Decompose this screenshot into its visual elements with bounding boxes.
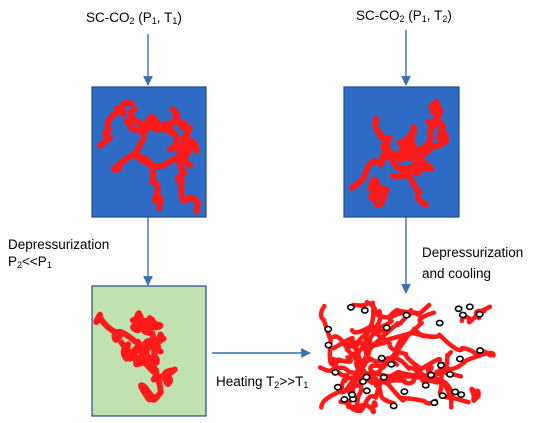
pore [465,303,474,311]
polymer-chains-box-right [349,98,450,209]
pore [347,391,356,399]
pore [445,370,454,378]
polymer-chain [353,300,376,412]
label-feed-right: SC-CO2 (P1, T2) [356,8,452,24]
pore [455,355,464,363]
polymer-chain [372,115,430,208]
polymer-chain [367,176,390,209]
polymer-chain [123,113,175,134]
pore [362,387,371,395]
polymer-chain [318,303,350,395]
pore [379,373,388,381]
label-heating: Heating T2>>T1 [216,374,309,390]
polymer-chain [389,133,450,180]
polymer-chain [411,326,493,359]
pore [360,306,369,314]
polymer-chain [169,106,200,155]
pore [426,371,435,379]
pore [387,360,396,368]
pore [362,373,371,381]
pore [331,368,340,376]
polymer-chain [97,99,135,149]
pore [454,305,463,313]
label-feed-left: SC-CO2 (P1, T1) [86,10,182,26]
polymer-chain [118,339,160,383]
polymer-chain [356,377,438,406]
polymer-chains-foam [317,299,496,415]
pore [382,324,391,332]
polymer-chain [332,356,443,379]
polymer-chains-box-left [97,99,201,215]
label-depressurization-cooling: Depressurization and cooling [422,245,524,281]
pore [389,402,398,410]
pore [458,311,467,319]
pore [421,381,430,389]
polymer-chain [138,366,178,403]
pore [438,392,447,400]
pore [436,361,445,369]
pore [435,319,444,327]
polymer-chain [126,335,167,362]
polymer-chain [392,356,471,405]
polymer-chain [317,347,354,374]
pore [400,388,409,395]
polymer-chain [149,120,195,169]
pore [346,303,355,311]
polymer-chain [127,106,164,212]
pore [377,354,386,362]
polymer-chain [338,399,378,415]
pore [430,399,439,407]
pore [475,310,484,318]
polymer-chain [319,307,414,411]
pore [402,311,411,319]
pore [324,325,333,333]
polymer-chain [368,310,437,375]
pore [476,347,485,354]
pore [457,391,466,398]
label-depressurization: Depressurization P2<<P1 [8,237,110,270]
polymer-chains-depressurized [93,310,178,403]
pore [324,341,333,349]
polymer-chain [469,386,481,404]
pore [333,383,342,391]
pore [340,395,349,403]
foam-pores [324,303,485,410]
polymer-chain [403,123,435,177]
polymer-chain [129,310,164,334]
